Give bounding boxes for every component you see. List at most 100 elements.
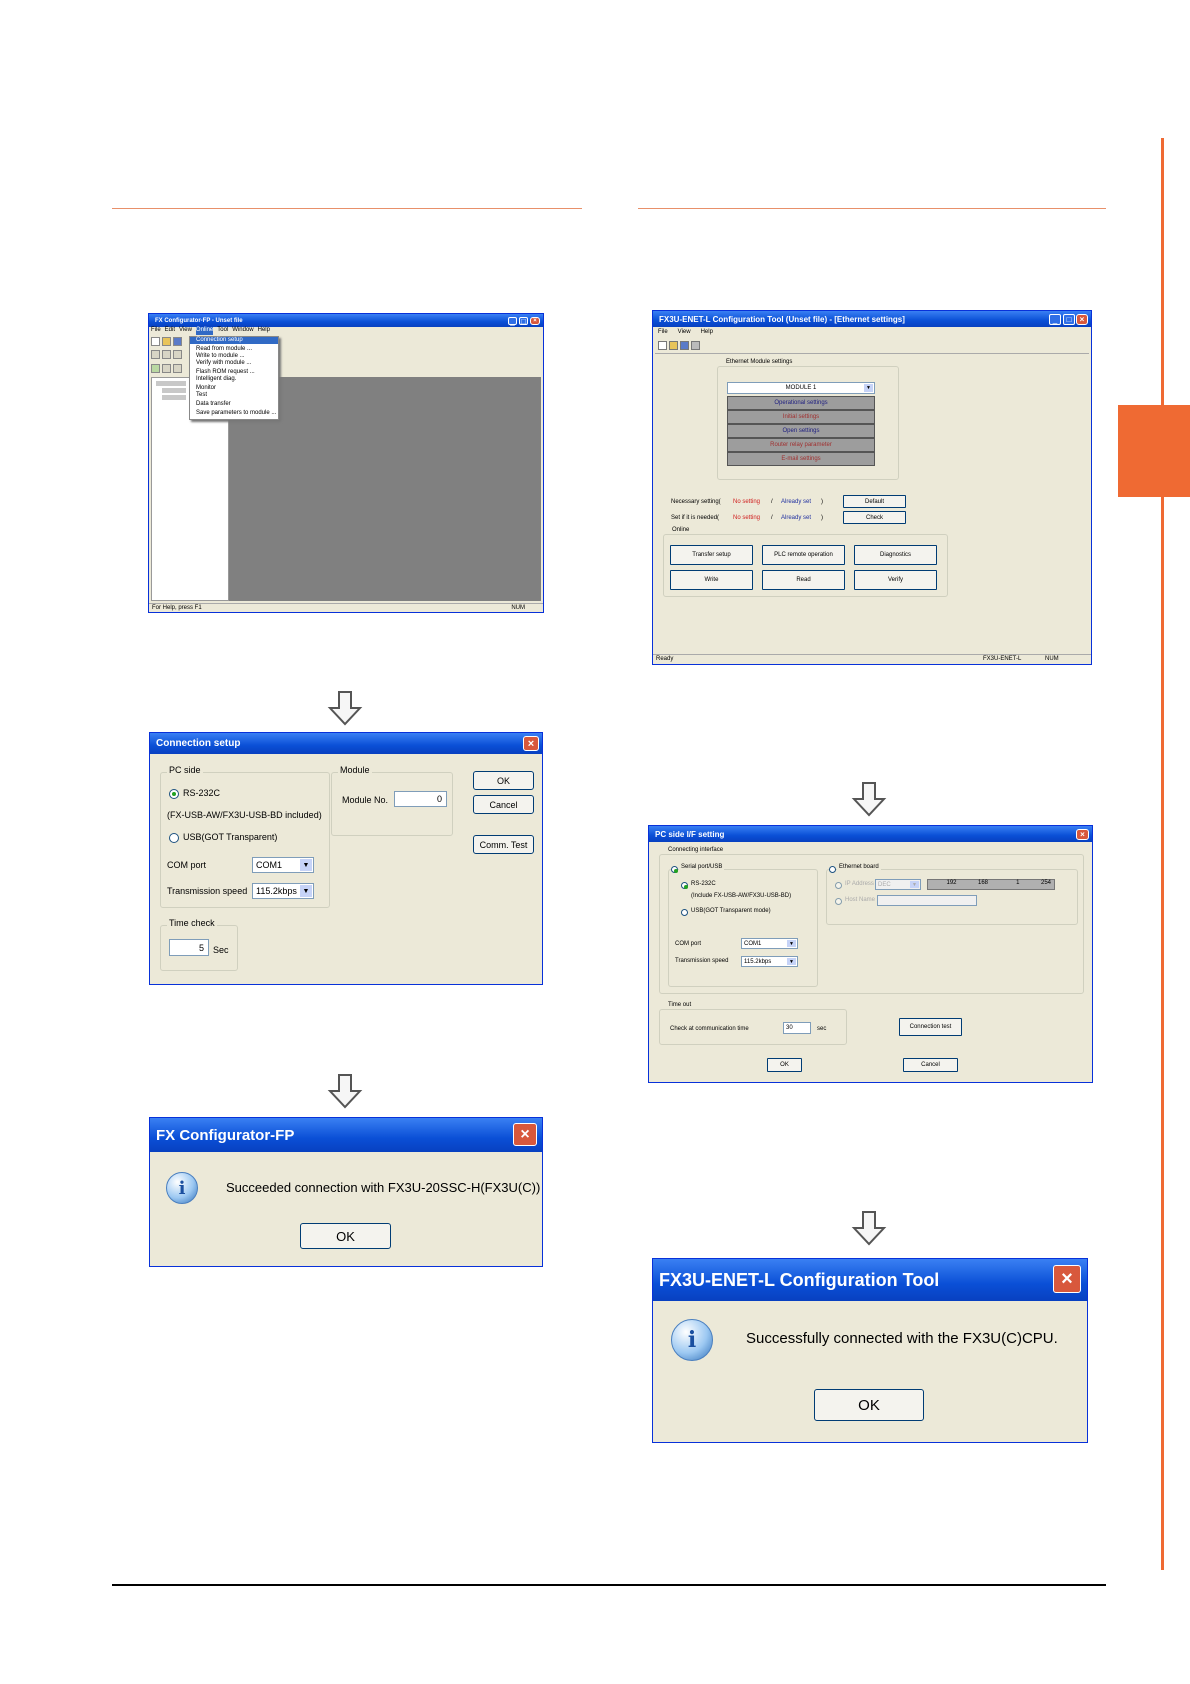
diagnostics-button[interactable]: Diagnostics: [854, 545, 937, 565]
save-icon[interactable]: [173, 337, 182, 346]
menu-item-read[interactable]: Read from module ...: [196, 346, 253, 352]
comm-test-button[interactable]: Comm. Test: [473, 835, 534, 854]
tree-node[interactable]: [156, 381, 186, 386]
connection-test-button[interactable]: Connection test: [899, 1018, 962, 1036]
close-button[interactable]: ×: [530, 317, 540, 325]
verify-button[interactable]: Verify: [854, 570, 937, 590]
menu-file[interactable]: File: [658, 329, 668, 335]
write-button[interactable]: Write: [670, 570, 753, 590]
button-label: Write: [704, 577, 719, 583]
cancel-button[interactable]: Cancel: [903, 1058, 958, 1072]
tree-node[interactable]: [162, 395, 186, 400]
read-button[interactable]: Read: [762, 570, 845, 590]
menu-file[interactable]: File: [151, 327, 161, 333]
chevron-down-icon[interactable]: ▼: [864, 384, 873, 392]
chevron-down-icon[interactable]: ▼: [300, 859, 312, 871]
new-icon[interactable]: [658, 341, 667, 350]
tool-icon[interactable]: [173, 350, 182, 359]
com-port-select[interactable]: COM1 ▼: [741, 938, 798, 949]
menu-item-save-parameters[interactable]: Save parameters to module ...: [196, 410, 277, 416]
minimize-button[interactable]: _: [1049, 314, 1061, 325]
menu-item-data-transfer[interactable]: Data transfer: [196, 401, 231, 407]
menu-tool[interactable]: Tool: [217, 327, 229, 333]
time-check-value: 5: [198, 942, 204, 953]
transfer-setup-button[interactable]: Transfer setup: [670, 545, 753, 565]
info-icon: i: [166, 1172, 198, 1204]
host-name-radio[interactable]: [835, 898, 842, 905]
operational-settings-button[interactable]: Operational settings: [727, 396, 875, 410]
close-button[interactable]: ×: [1076, 829, 1089, 840]
menu-item-test[interactable]: Test: [196, 392, 208, 398]
check-time-input[interactable]: 30: [783, 1022, 811, 1034]
ip-address-input[interactable]: 192 168 1 254: [927, 879, 1055, 890]
cancel-button[interactable]: Cancel: [473, 795, 534, 814]
chevron-down-icon[interactable]: ▼: [787, 958, 796, 965]
ok-button[interactable]: OK: [767, 1058, 802, 1072]
open-icon[interactable]: [669, 341, 678, 350]
initial-settings-button[interactable]: Initial settings: [727, 410, 875, 424]
chevron-down-icon[interactable]: ▼: [787, 940, 796, 947]
tree-node[interactable]: [162, 388, 186, 393]
menu-view[interactable]: View: [179, 327, 192, 333]
open-settings-button[interactable]: Open settings: [727, 424, 875, 438]
menu-edit[interactable]: Edit: [164, 327, 176, 333]
router-relay-button[interactable]: Router relay parameter: [727, 438, 875, 452]
check-button[interactable]: Check: [843, 511, 906, 524]
com-port-select[interactable]: COM1 ▼: [252, 857, 314, 873]
usb-radio[interactable]: [169, 833, 179, 843]
speed-select[interactable]: 115.2kbps ▼: [252, 883, 314, 899]
tool-icon[interactable]: [173, 364, 182, 373]
close-button[interactable]: ×: [1076, 314, 1088, 325]
cancel-label: Cancel: [489, 799, 518, 810]
new-icon[interactable]: [151, 337, 160, 346]
plc-remote-operation-button[interactable]: PLC remote operation: [762, 545, 845, 565]
menu-online[interactable]: Online: [195, 327, 214, 335]
menu-help[interactable]: Help: [257, 327, 270, 333]
close-button[interactable]: ×: [513, 1123, 537, 1146]
rs232-radio[interactable]: [681, 882, 688, 889]
ok-button[interactable]: OK: [473, 771, 534, 790]
usb-label: USB(GOT Transparent): [183, 832, 278, 842]
tool-icon[interactable]: [162, 364, 171, 373]
speed-select[interactable]: 115.2kbps ▼: [741, 956, 798, 967]
chapter-tab: [1118, 405, 1190, 497]
host-name-input[interactable]: [877, 895, 977, 906]
toolbar: [151, 337, 187, 347]
tool-icon[interactable]: [162, 350, 171, 359]
tool-icon[interactable]: [151, 364, 160, 373]
menu-item-flash-rom[interactable]: Flash ROM request ...: [196, 369, 255, 375]
menu-view[interactable]: View: [677, 329, 691, 335]
menu-item-connection-setup[interactable]: Connection setup: [190, 337, 278, 344]
usb-radio[interactable]: [681, 909, 688, 916]
close-button[interactable]: ×: [1053, 1265, 1081, 1293]
minimize-button[interactable]: _: [508, 317, 517, 326]
menu-item-monitor[interactable]: Monitor: [196, 385, 217, 391]
open-icon[interactable]: [162, 337, 171, 346]
ethernet-board-radio[interactable]: [829, 866, 836, 873]
serial-usb-radio[interactable]: [671, 866, 678, 873]
maximize-button[interactable]: □: [519, 317, 528, 326]
save-icon[interactable]: [680, 341, 689, 350]
menu-item-verify[interactable]: Verify with module ...: [196, 360, 252, 366]
close-button[interactable]: ×: [523, 736, 539, 751]
menu-window[interactable]: Window: [232, 327, 254, 333]
default-button[interactable]: Default: [843, 495, 906, 508]
chevron-down-icon[interactable]: ▼: [300, 885, 312, 897]
module-no-input[interactable]: 0: [394, 791, 447, 807]
menu-item-intelligent-diag[interactable]: Intelligent diag.: [196, 376, 237, 382]
rs232-radio[interactable]: [169, 789, 179, 799]
time-check-input[interactable]: 5: [169, 939, 209, 956]
ip-address-radio[interactable]: [835, 882, 842, 889]
maximize-button[interactable]: □: [1063, 314, 1075, 325]
ok-button[interactable]: OK: [814, 1389, 924, 1421]
ip-format-select[interactable]: DEC ▼: [875, 879, 921, 890]
module-select[interactable]: MODULE 1 ▼: [727, 382, 875, 394]
email-settings-button[interactable]: E-mail settings: [727, 452, 875, 466]
ok-button[interactable]: OK: [300, 1223, 391, 1249]
time-unit-label: Sec: [213, 945, 229, 955]
print-icon[interactable]: [691, 341, 700, 350]
tool-icon[interactable]: [151, 350, 160, 359]
menu-help[interactable]: Help: [700, 329, 713, 335]
chevron-down-icon[interactable]: ▼: [910, 881, 919, 888]
menu-item-write[interactable]: Write to module ...: [196, 353, 245, 359]
